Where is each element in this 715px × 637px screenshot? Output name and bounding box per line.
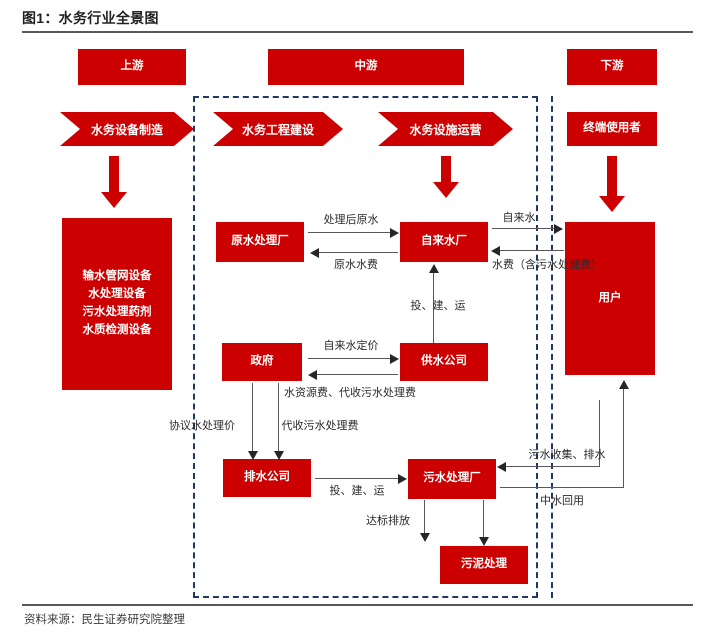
connector-tap-water [492,228,554,230]
arrowhead-reclaimed-water [619,380,629,389]
node-government-label: 政府 [250,355,274,368]
connector-raw-water-fee [319,252,398,254]
segment-upstream-label: 上游 [120,60,144,73]
node-tap-water-plant-label: 自来水厂 [421,235,467,248]
arrowhead-invest-build-operate-2 [398,473,407,484]
segment-downstream-box: 下游 [567,49,657,85]
label-invest-build-operate-1: 投、建、运 [410,300,466,312]
downstream-dashed-separator [551,96,553,598]
connector-compliant-discharge [424,500,426,533]
node-water-supply-company: 供水公司 [400,343,488,381]
arrowhead-water-fee [491,245,500,256]
arrowhead-agreed-treatment-price [248,451,258,460]
node-tap-water-plant: 自来水厂 [400,222,488,262]
label-treated-raw-water: 处理后原水 [323,214,379,226]
node-sludge-treatment: 污泥处理 [440,546,528,584]
label-sewage-collection: 污水收集、排水 [528,449,606,461]
label-invest-build-operate-2: 投、建、运 [329,485,385,497]
banner-facility-operation: 水务设施运营 [378,112,513,146]
arrowhead-raw-water-fee [310,247,319,258]
connector-water-fee [500,250,564,252]
arrowhead-tap-water [554,223,563,234]
banner-equipment-manufacturing: 水务设备制造 [60,112,194,146]
segment-downstream-label: 下游 [600,60,624,73]
banner-end-users-label: 终端使用者 [583,122,641,135]
label-agreed-treatment-price: 协议水处理价 [169,420,235,432]
midstream-dashed-region [193,96,538,598]
banner-facility-operation-label: 水务设施运营 [409,122,482,137]
arrowhead-water-resource-fee [308,369,317,380]
node-users-label: 用户 [598,291,622,304]
node-sewage-plant: 污水处理厂 [408,459,496,499]
upstream-product-item: 水质检测设备 [82,323,152,336]
label-tap-water: 自来水 [502,212,536,224]
upstream-product-item: 输水管网设备 [82,270,152,283]
arrow-facility-operation-down [432,156,460,208]
arrow-end-users-down [598,156,626,212]
arrowhead-compliant-discharge [420,533,430,542]
title-divider [22,31,693,33]
arrowhead-sewage-collection [497,461,506,472]
arrowhead-sludge [479,537,489,546]
node-sewage-plant-label: 污水处理厂 [423,472,481,485]
banner-engineering-construction: 水务工程建设 [213,112,343,146]
connector-tap-water-pricing [308,358,390,360]
label-tap-water-pricing: 自来水定价 [323,340,379,352]
connector-treated-raw-water [308,232,390,234]
connector-collected-sewage-fee [278,383,280,451]
node-users: 用户 [565,222,655,375]
label-collected-sewage-fee: 代收污水处理费 [281,420,359,432]
node-drainage-company: 排水公司 [223,459,311,497]
banner-equipment-manufacturing-label: 水务设备制造 [90,122,163,137]
label-water-resource-fee: 水资源费、代收污水处理费 [284,387,416,399]
banner-engineering-construction-label: 水务工程建设 [241,122,314,137]
source-note: 资料来源：民生证券研究院整理 [24,614,185,626]
connector-water-resource-fee [317,374,398,376]
page-title: 图1：水务行业全景图 [22,10,159,26]
connector-sludge [483,500,485,537]
label-water-fee: 水费（含污水处理费） [492,259,602,271]
upstream-product-item: 水处理设备 [88,288,146,301]
connector-reclaimed-water-vertical [623,388,625,488]
segment-midstream-label: 中游 [354,60,378,73]
arrowhead-invest-build-operate-1 [429,264,439,273]
upstream-product-item: 污水处理药剂 [82,306,152,318]
arrowhead-tap-water-pricing [390,353,399,364]
node-raw-water-plant-label: 原水处理厂 [231,235,289,248]
banner-end-users: 终端使用者 [567,112,657,146]
upstream-products-box: 输水管网设备 水处理设备 污水处理药剂 水质检测设备 [62,218,172,390]
label-reclaimed-water: 中水回用 [540,495,584,507]
node-raw-water-plant: 原水处理厂 [216,222,304,262]
connector-reclaimed-water-horizontal [500,487,624,489]
node-sludge-treatment-label: 污泥处理 [461,558,507,571]
node-water-supply-company-label: 供水公司 [421,355,467,368]
arrowhead-collected-sewage-fee [274,451,284,460]
connector-invest-build-operate-1 [433,272,435,343]
node-government: 政府 [222,343,302,381]
node-drainage-company-label: 排水公司 [244,471,290,484]
arrow-upstream-down [100,156,128,208]
footer-divider [22,604,693,606]
arrowhead-treated-raw-water [390,227,399,238]
segment-upstream-box: 上游 [78,49,186,85]
connector-agreed-treatment-price [252,383,254,451]
label-compliant-discharge: 达标排放 [366,515,410,527]
label-raw-water-fee: 原水水费 [334,259,378,271]
connector-sewage-collection-horizontal [506,466,600,468]
segment-midstream-box: 中游 [268,49,464,85]
connector-invest-build-operate-2 [315,478,398,480]
connector-sewage-collection-vertical [599,400,601,466]
